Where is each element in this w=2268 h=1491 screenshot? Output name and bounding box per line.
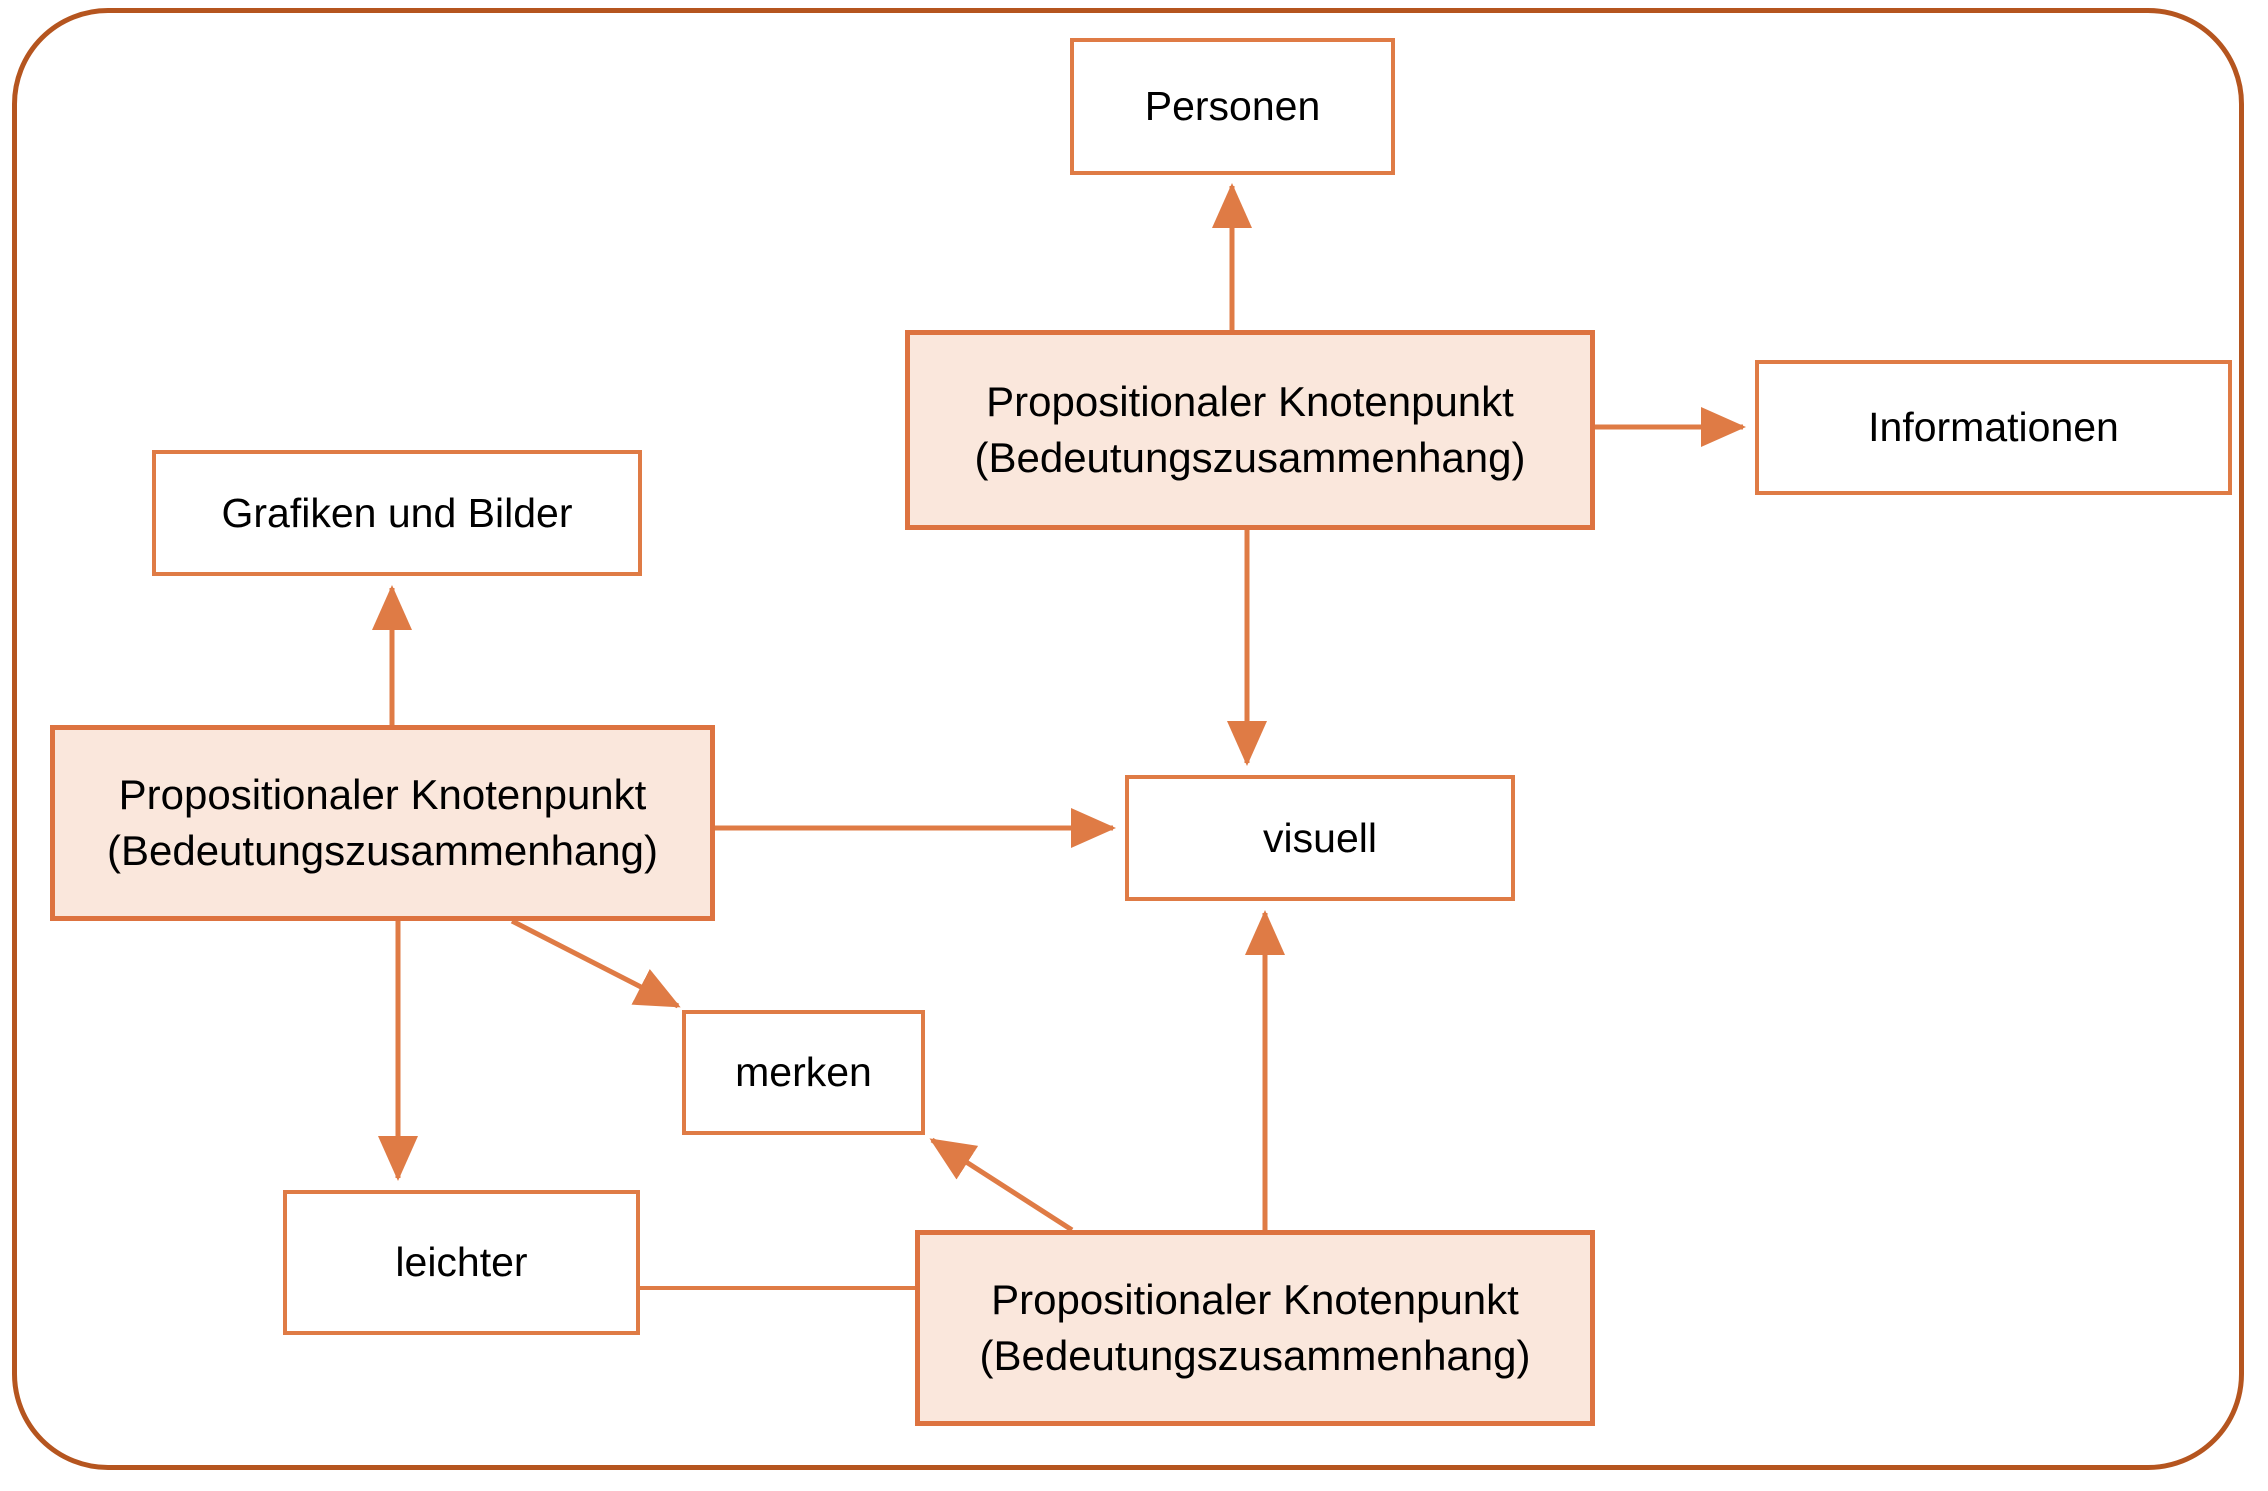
node-visuell-label: visuell — [1263, 814, 1377, 861]
node-prop-top-label: Propositionaler Knotenpunkt (Bedeutungsz… — [974, 377, 1526, 481]
node-prop-left-label: Propositionaler Knotenpunkt (Bedeutungsz… — [106, 770, 658, 874]
node-personen-label: Personen — [1144, 83, 1321, 130]
node-merken[interactable]: merken — [682, 1010, 925, 1135]
node-prop-top[interactable]: Propositionaler Knotenpunkt (Bedeutungsz… — [905, 330, 1595, 530]
node-leichter[interactable]: leichter — [283, 1190, 640, 1335]
node-leichter-label: leichter — [395, 1239, 528, 1286]
node-prop-left[interactable]: Propositionaler Knotenpunkt (Bedeutungsz… — [50, 725, 715, 921]
node-merken-label: merken — [735, 1049, 872, 1096]
node-visuell[interactable]: visuell — [1125, 775, 1515, 901]
node-personen[interactable]: Personen — [1070, 38, 1395, 175]
node-informationen[interactable]: Informationen — [1755, 360, 2232, 495]
node-informationen-label: Informationen — [1868, 404, 2119, 451]
node-prop-bottom-label: Propositionaler Knotenpunkt (Bedeutungsz… — [979, 1275, 1531, 1379]
node-grafiken-und-bilder-label: Grafiken und Bilder — [221, 489, 573, 536]
diagram-outer-frame — [12, 8, 2244, 1470]
node-grafiken-und-bilder[interactable]: Grafiken und Bilder — [152, 450, 642, 576]
node-prop-bottom[interactable]: Propositionaler Knotenpunkt (Bedeutungsz… — [915, 1230, 1595, 1426]
